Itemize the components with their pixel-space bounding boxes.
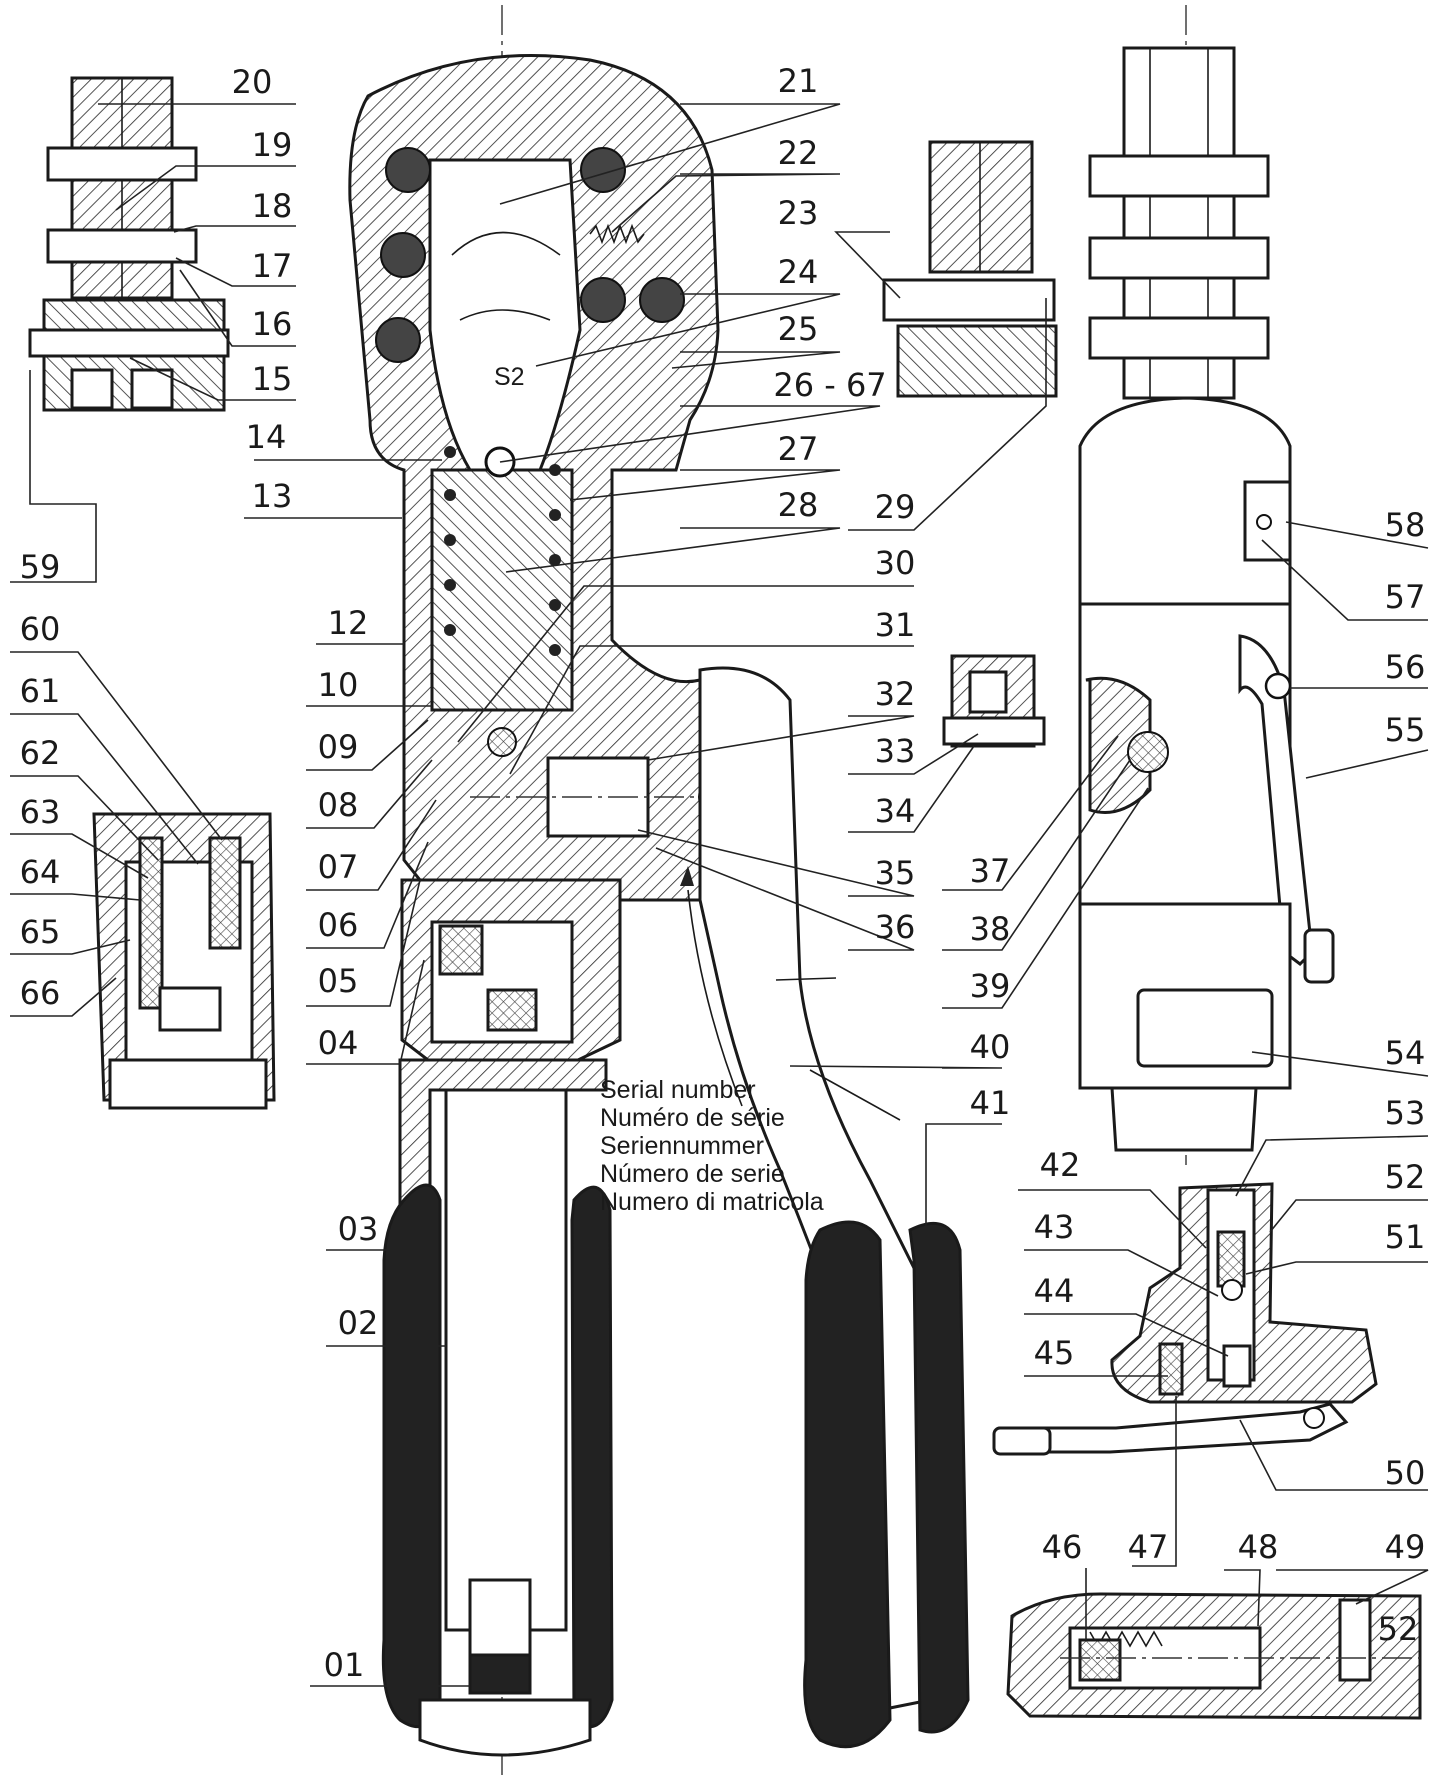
- part-label-48: 48: [1238, 1528, 1279, 1566]
- part-label-15: 15: [252, 360, 293, 398]
- part-label-59: 59: [20, 548, 61, 586]
- detail-valve-right: [992, 1182, 1378, 1456]
- part-label-49: 49: [1385, 1528, 1426, 1566]
- bolt-4: [580, 277, 626, 323]
- part-label-50: 50: [1385, 1454, 1426, 1492]
- part-label-57: 57: [1385, 578, 1426, 616]
- part-label-40: 40: [970, 1028, 1011, 1066]
- part-label-21: 21: [778, 62, 819, 100]
- part-label-17: 17: [252, 247, 293, 285]
- serial-line-1: Serial number: [600, 1076, 756, 1104]
- part-label-54: 54: [1385, 1034, 1426, 1072]
- part-label-18: 18: [252, 187, 293, 225]
- serial-line-3: Seriennummer: [600, 1132, 764, 1160]
- part-label-41: 41: [970, 1084, 1011, 1122]
- part-label-07: 07: [318, 848, 359, 886]
- part-label-28: 28: [778, 486, 819, 524]
- detail-pin-23: [882, 140, 1058, 398]
- stamp-text: S2: [494, 363, 525, 391]
- bolt-3: [380, 232, 426, 278]
- part-label-37: 37: [970, 852, 1011, 890]
- part-label-44: 44: [1034, 1272, 1075, 1310]
- fixed-handle: [381, 1058, 614, 1757]
- part-label-14: 14: [246, 418, 287, 456]
- part-label-52: 52: [1378, 1610, 1419, 1648]
- part-label-27: 27: [778, 430, 819, 468]
- part-label-46: 46: [1042, 1528, 1083, 1566]
- spring-22: [589, 223, 645, 245]
- part-label-12: 12: [328, 604, 369, 642]
- part-label-22: 22: [778, 134, 819, 172]
- bolt-6: [375, 317, 421, 363]
- part-label-42: 42: [1040, 1146, 1081, 1184]
- part-label-29: 29: [875, 488, 916, 526]
- part-label-13: 13: [252, 477, 293, 515]
- part-label-32: 32: [875, 675, 916, 713]
- part-label-23: 23: [778, 194, 819, 232]
- part-label-55: 55: [1385, 711, 1426, 749]
- part-label-39: 39: [970, 967, 1011, 1005]
- part-label-63: 63: [20, 793, 61, 831]
- part-label-08: 08: [318, 786, 359, 824]
- return-spring: [444, 446, 561, 656]
- part-label-51: 51: [1385, 1218, 1426, 1256]
- part-label-24: 24: [778, 253, 819, 291]
- part-label-56: 56: [1385, 648, 1426, 686]
- main-head: S2: [348, 54, 760, 1062]
- detail-pump-bottom: [1006, 1592, 1422, 1720]
- part-label-31: 31: [875, 606, 916, 644]
- part-label-03: 03: [338, 1210, 379, 1248]
- serial-number-callout: Serial number Numéro de série Seriennumm…: [600, 866, 824, 1216]
- serial-line-5: Numero di matricola: [600, 1188, 824, 1216]
- part-label-02: 02: [338, 1304, 379, 1342]
- part-label-35: 35: [875, 854, 916, 892]
- part-label-16: 16: [252, 305, 293, 343]
- part-label-38: 38: [970, 910, 1011, 948]
- moving-lever: [698, 666, 970, 1749]
- part-label-09: 09: [318, 728, 359, 766]
- part-label-20: 20: [232, 63, 273, 101]
- part-label-26-67: 26 - 67: [773, 366, 886, 404]
- leader-lines: [10, 103, 1429, 1687]
- part-label-65: 65: [20, 913, 61, 951]
- part-label-52: 52: [1385, 1158, 1426, 1196]
- part-label-43: 43: [1034, 1208, 1075, 1246]
- serial-line-2: Numéro de série: [600, 1104, 785, 1132]
- part-label-30: 30: [875, 544, 916, 582]
- part-label-06: 06: [318, 906, 359, 944]
- part-label-61: 61: [20, 672, 61, 710]
- part-label-36: 36: [875, 908, 916, 946]
- serial-line-4: Número de serie: [600, 1160, 785, 1188]
- bolt-2: [580, 147, 626, 193]
- detail-pin-33: [942, 654, 1046, 748]
- part-label-62: 62: [20, 734, 61, 772]
- part-label-10: 10: [318, 666, 359, 704]
- part-label-05: 05: [318, 962, 359, 1000]
- part-label-34: 34: [875, 792, 916, 830]
- bolt-5: [639, 277, 685, 323]
- part-label-66: 66: [20, 974, 61, 1012]
- part-label-04: 04: [318, 1024, 359, 1062]
- part-number-labels: 20 19 18 17 16 15 14 13 59 12 10 09 08 07 06 05 04 03 02 01…: [20, 62, 1426, 1684]
- part-label-45: 45: [1034, 1334, 1075, 1372]
- bolt-1: [385, 147, 431, 193]
- side-view-right: [1078, 46, 1335, 1152]
- part-label-53: 53: [1385, 1094, 1426, 1132]
- part-label-64: 64: [20, 853, 61, 891]
- part-label-01: 01: [324, 1646, 365, 1684]
- part-label-19: 19: [252, 126, 293, 164]
- detail-valve-left: [92, 812, 276, 1110]
- part-label-33: 33: [875, 732, 916, 770]
- part-label-58: 58: [1385, 506, 1426, 544]
- part-label-25: 25: [778, 310, 819, 348]
- detail-jaw-pins: [28, 76, 230, 412]
- part-label-60: 60: [20, 610, 61, 648]
- part-label-47: 47: [1128, 1528, 1169, 1566]
